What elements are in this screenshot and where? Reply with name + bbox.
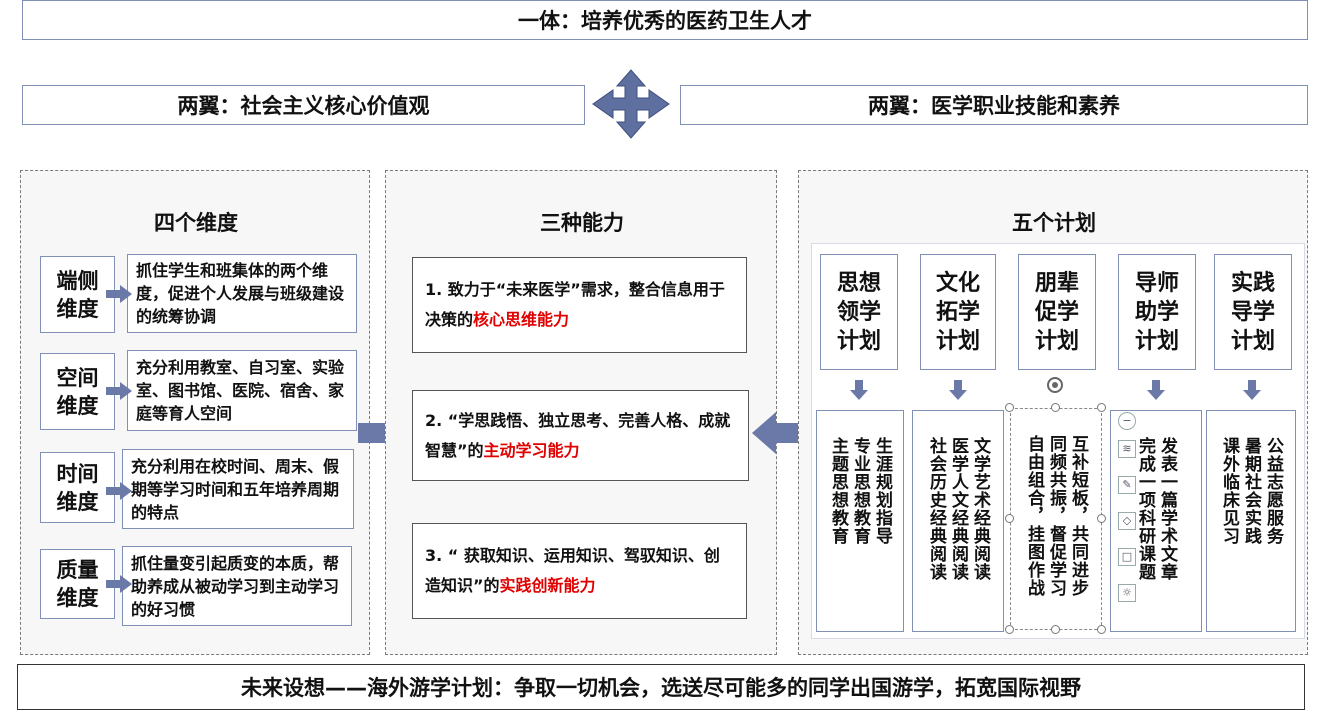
wing-left-text: 两翼：社会主义核心价值观 xyxy=(177,94,430,118)
plan-body: 文学艺术经典阅读 医学人文经典阅读 社会历史经典阅读 xyxy=(912,410,1004,632)
ability-box: 1. 致力于“未来医学”需求，整合信息用于决策的核心思维能力 xyxy=(412,257,747,353)
ability-highlight: 核心思维能力 xyxy=(473,310,570,329)
right-arrow-icon xyxy=(106,382,132,400)
dimension-label: 质量 维度 xyxy=(40,549,115,619)
plan-body: 生涯规划指导 专业思想教育 主题思想教育 xyxy=(816,410,904,632)
right-arrow-icon xyxy=(106,285,132,303)
plan-head: 实践 导学 计划 xyxy=(1214,254,1292,370)
plan-body-text: 文学艺术经典阅读 医学人文经典阅读 社会历史经典阅读 xyxy=(926,437,990,581)
ability-highlight: 主动学习能力 xyxy=(483,440,580,460)
resize-handle[interactable] xyxy=(1097,625,1106,634)
down-arrow-icon xyxy=(1147,380,1165,400)
bottom-banner-text: 未来设想——海外游学计划：争取一切机会，选送尽可能多的同学出国游学，拓宽国际视野 xyxy=(241,676,1081,700)
right-arrow-icon xyxy=(106,575,132,593)
dimension-desc: 抓住学生和班集体的两个维度，促进个人发展与班级建设的统筹协调 xyxy=(127,254,357,333)
plan-body-text: 公益志愿服务 暑期社会实践 课外临床见习 xyxy=(1219,437,1283,545)
ability-text: 1. 致力于“未来医学”需求，整合信息用于决策的 xyxy=(425,280,725,329)
resize-handle[interactable] xyxy=(1097,403,1106,412)
plan-body-text: 生涯规划指导 专业思想教育 主题思想教育 xyxy=(828,437,892,545)
rotate-handle-icon[interactable] xyxy=(1046,376,1064,394)
top-banner-text: 一体：培养优秀的医药卫生人才 xyxy=(518,9,812,33)
plan-body-selected[interactable]: 互补短板，共同进步 同频共振，督促学习 自由组合，挂图作战 xyxy=(1010,408,1102,630)
resize-handle[interactable] xyxy=(1005,625,1014,634)
wing-right-text: 两翼：医学职业技能和素养 xyxy=(868,94,1120,118)
ability-highlight: 实践创新能力 xyxy=(499,576,596,595)
collapse-icon[interactable]: − xyxy=(1118,412,1136,430)
dimension-desc: 充分利用教室、自习室、实验室、图书馆、医院、宿舍、家庭等育人空间 xyxy=(127,350,357,431)
dimension-label: 空间 维度 xyxy=(40,353,115,430)
layers-icon[interactable]: ≋ xyxy=(1118,440,1136,458)
pen-icon[interactable]: ✎ xyxy=(1118,476,1136,494)
three-abilities-title: 三种能力 xyxy=(540,211,624,235)
ability-text: 2. “学思践悟、独立思考、完善人格、成就智慧”的 xyxy=(425,410,731,460)
plan-body-text: 发表一篇学术文章 完成一项科研课题 xyxy=(1135,437,1177,581)
left-arrow-icon xyxy=(752,412,808,454)
plan-head: 思想 领学 计划 xyxy=(820,254,898,370)
fill-icon[interactable]: ◇ xyxy=(1118,512,1136,530)
four-dimensions-title: 四个维度 xyxy=(154,211,238,235)
wing-right-banner: 两翼：医学职业技能和素养 xyxy=(680,85,1308,125)
ability-box: 2. “学思践悟、独立思考、完善人格、成就智慧”的主动学习能力 xyxy=(412,390,749,481)
wing-left-banner: 两翼：社会主义核心价值观 xyxy=(22,85,585,125)
frame-icon[interactable]: □ xyxy=(1118,548,1136,566)
resize-handle[interactable] xyxy=(1005,403,1014,412)
resize-handle[interactable] xyxy=(1051,625,1060,634)
five-plans-title: 五个计划 xyxy=(1012,211,1096,235)
down-arrow-icon xyxy=(1243,380,1261,400)
ability-box: 3. “ 获取知识、运用知识、驾驭知识、创造知识”的实践创新能力 xyxy=(412,523,747,619)
resize-handle[interactable] xyxy=(1005,514,1014,523)
top-banner: 一体：培养优秀的医药卫生人才 xyxy=(22,0,1308,40)
dimension-label: 端侧 维度 xyxy=(40,256,115,333)
plan-head: 文化 拓学 计划 xyxy=(920,254,996,370)
down-arrow-icon xyxy=(850,380,868,400)
plan-body: 公益志愿服务 暑期社会实践 课外临床见习 xyxy=(1206,410,1296,632)
bottom-banner: 未来设想——海外游学计划：争取一切机会，选送尽可能多的同学出国游学，拓宽国际视野 xyxy=(17,664,1305,710)
resize-handle[interactable] xyxy=(1097,514,1106,523)
dimension-label: 时间 维度 xyxy=(40,452,115,523)
dimension-desc: 充分利用在校时间、周末、假期等学习时间和五年培养周期的特点 xyxy=(122,449,354,529)
plan-head: 朋辈 促学 计划 xyxy=(1018,254,1096,370)
resize-handle[interactable] xyxy=(1051,403,1060,412)
plan-head: 导师 助学 计划 xyxy=(1118,254,1196,370)
right-arrow-icon xyxy=(106,482,132,500)
down-arrow-icon xyxy=(949,380,967,400)
bulb-icon[interactable]: ☼ xyxy=(1118,584,1136,602)
ability-text: 3. “ 获取知识、运用知识、驾驭知识、创造知识”的 xyxy=(425,546,720,595)
dimension-desc: 抓住量变引起质变的本质，帮助养成从被动学习到主动学习的好习惯 xyxy=(122,546,352,626)
plan-body-text: 互补短板，共同进步 同频共振，督促学习 自由组合，挂图作战 xyxy=(1024,435,1088,597)
four-way-arrow-icon xyxy=(592,69,670,139)
